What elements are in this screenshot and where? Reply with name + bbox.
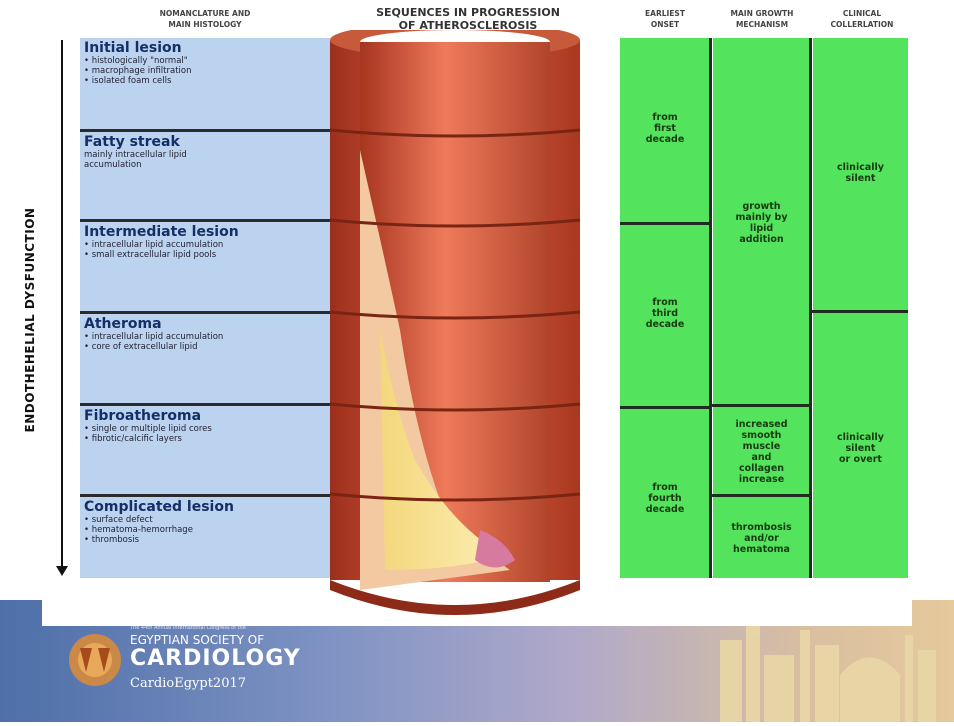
growth-column: growth mainly by lipid addition increase… (713, 38, 810, 578)
grid-line-v2 (809, 38, 812, 578)
progression-axis (61, 40, 63, 570)
header-onset: EARLIEST ONSET (620, 8, 710, 30)
clinical-silent-or-overt: clinically silent or overt (813, 398, 908, 498)
grid-line-v1 (709, 38, 712, 578)
arrow-down-icon (56, 566, 68, 576)
grid-line-h2 (620, 406, 710, 409)
header-clinical: CLINICAL COLLERLATION (812, 8, 912, 30)
growth-smooth-muscle: increased smooth muscle and collagen inc… (713, 408, 810, 496)
cardiology-title: CARDIOLOGY (130, 646, 301, 671)
growth-thrombosis: thrombosis and/or hematoma (713, 499, 810, 578)
onset-first-decade: from first decade (620, 78, 710, 178)
grid-line-h3 (712, 404, 809, 407)
grid-line-h4 (712, 494, 809, 497)
congress-name: CardioEgypt2017 (130, 676, 246, 691)
onset-column: from first decade from third decade from… (620, 38, 710, 578)
artery-illustration (290, 30, 620, 620)
onset-third-decade: from third decade (620, 268, 710, 358)
clinical-silent: clinically silent (813, 98, 908, 248)
header-nomenclature: NOMANCLATURE AND MAIN HISTOLOGY (110, 8, 300, 30)
header-growth: MAIN GROWTH MECHANISM (712, 8, 812, 30)
grid-line-h1 (620, 222, 710, 225)
society-name: EGYPTIAN SOCIETY OF (130, 633, 264, 647)
onset-fourth-decade: from fourth decade (620, 438, 710, 558)
axis-label: ENDOTHEHELIAL DYSFUNCTION (23, 205, 37, 436)
header-sequences: SEQUENCES IN PROGRESSION OF ATHEROSCLERO… (318, 6, 618, 32)
grid-line-h5 (812, 310, 908, 313)
growth-lipid-addition: growth mainly by lipid addition (713, 138, 810, 308)
cairo-skyline-icon (720, 620, 936, 722)
clinical-column: clinically silent clinically silent or o… (813, 38, 908, 578)
society-emblem-icon (69, 634, 121, 686)
